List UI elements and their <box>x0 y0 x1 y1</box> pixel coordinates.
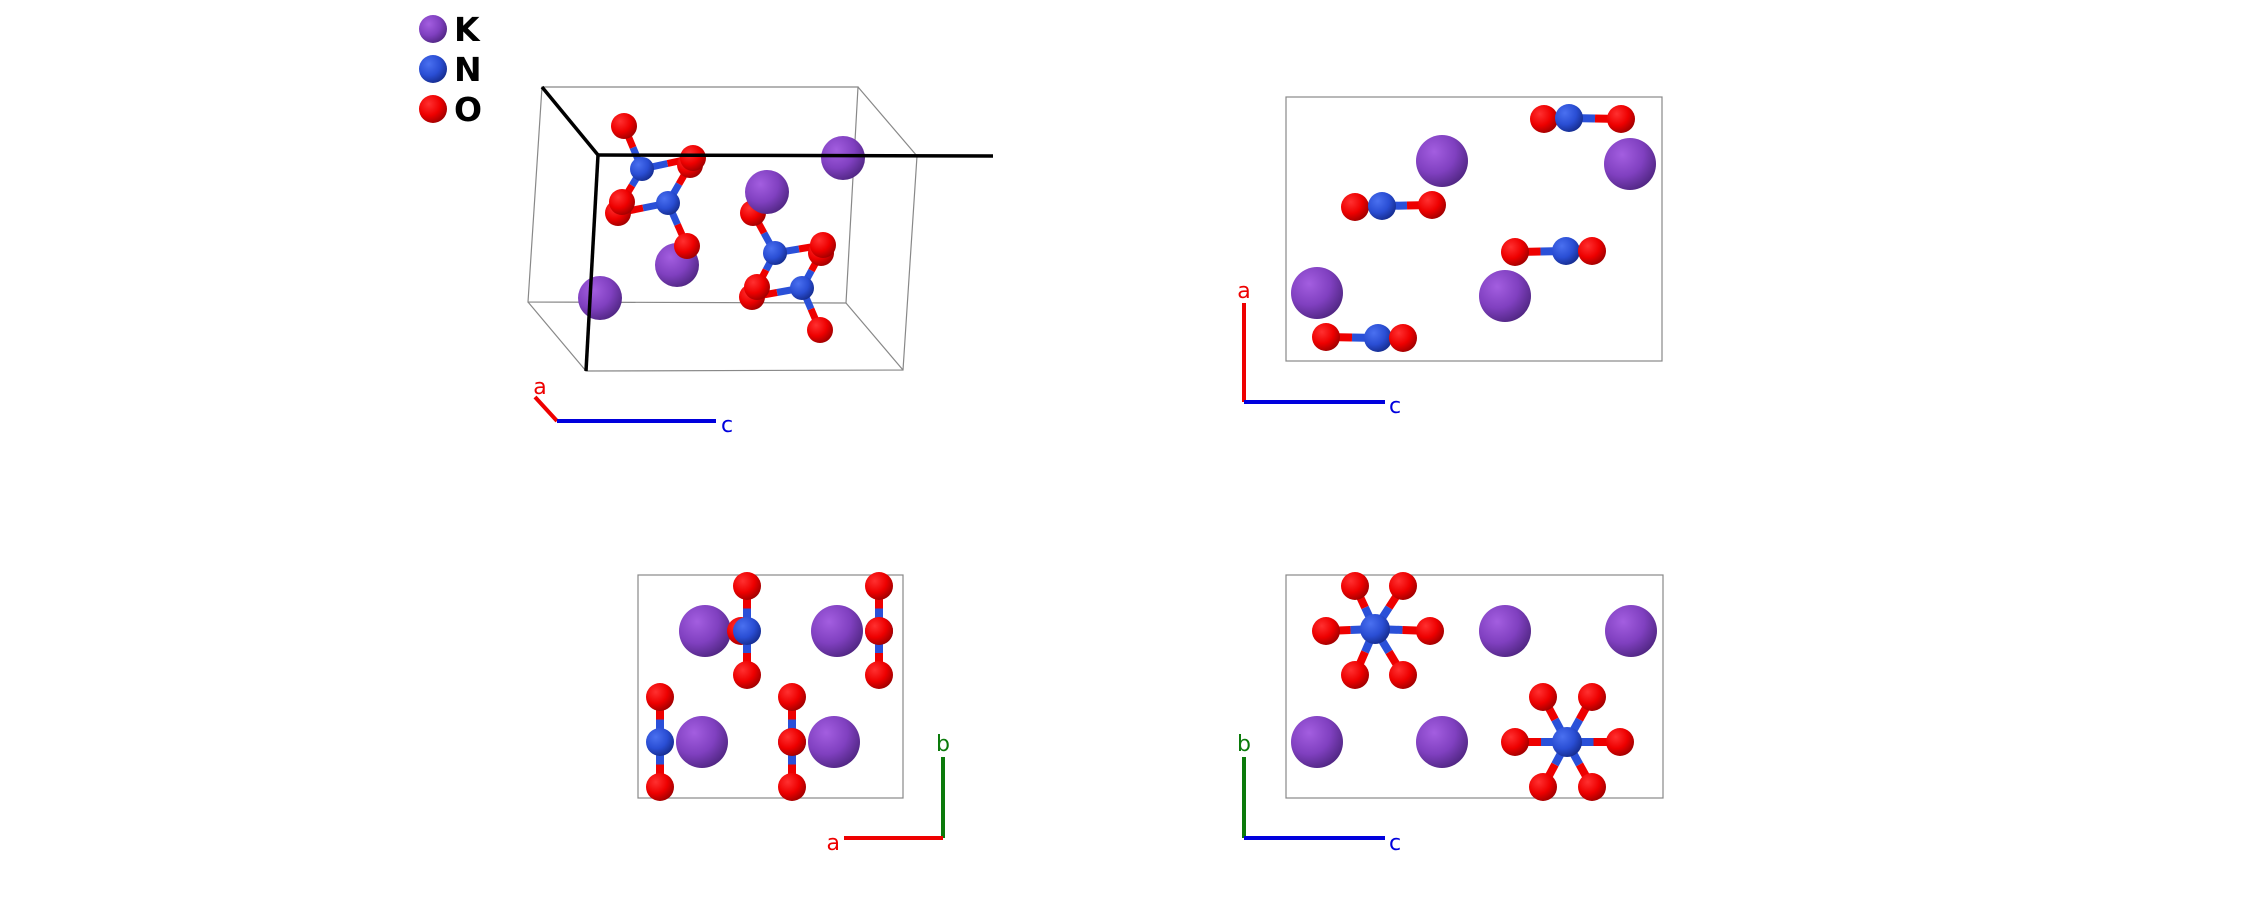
potassium-atom <box>1479 270 1531 322</box>
nitrogen-atom <box>1555 104 1583 132</box>
oxygen-atom <box>865 661 893 689</box>
potassium-atom <box>679 605 731 657</box>
o-atom-swatch-icon <box>419 95 447 123</box>
axis-a-label: a <box>827 831 840 856</box>
unit-cell-outline <box>1285 574 1664 799</box>
axis-a-label: a <box>533 375 546 400</box>
potassium-atom <box>676 716 728 768</box>
oxygen-atom <box>1389 661 1417 689</box>
oxygen-atom <box>1578 683 1606 711</box>
axis-indicator: a c <box>533 375 733 438</box>
potassium-atom <box>811 605 863 657</box>
axis-a-line <box>533 395 559 423</box>
nitrogen-atom <box>1364 324 1392 352</box>
k-atom-swatch-icon <box>419 15 447 43</box>
axis-b-label: b <box>936 732 950 757</box>
nitrogen-atom <box>630 157 654 181</box>
legend: K N O <box>419 10 482 129</box>
potassium-atom <box>578 276 622 320</box>
oxygen-atom <box>1389 572 1417 600</box>
oxygen-atom <box>1312 323 1340 351</box>
axis-a-label: a <box>1237 279 1250 304</box>
oxygen-atom <box>865 617 893 645</box>
oxygen-atom <box>1312 617 1340 645</box>
potassium-atom <box>1604 138 1656 190</box>
axis-c-label: c <box>1389 394 1401 419</box>
oxygen-atom <box>680 145 706 171</box>
axis-indicator: b c <box>1237 732 1401 856</box>
axis-c-label: c <box>721 413 733 438</box>
legend-label: O <box>454 90 482 129</box>
nitrogen-atom <box>763 241 787 265</box>
oxygen-atom <box>1501 238 1529 266</box>
oxygen-atom <box>1341 572 1369 600</box>
oxygen-atom <box>674 233 700 259</box>
legend-item-n: N <box>419 50 482 89</box>
unit-cell-outline <box>1285 96 1663 362</box>
legend-item-o: O <box>419 90 482 129</box>
potassium-atom <box>1291 267 1343 319</box>
nitrogen-atom <box>1552 237 1580 265</box>
unit-cell-axes-lines <box>540 85 994 372</box>
oxygen-atom <box>778 683 806 711</box>
oxygen-atom <box>646 683 674 711</box>
oxygen-atom <box>1418 191 1446 219</box>
perspective-view-panel: a c <box>527 85 994 438</box>
axis-indicator: b a <box>827 732 950 856</box>
oxygen-atom <box>744 274 770 300</box>
potassium-atom <box>808 716 860 768</box>
oxygen-atom <box>1529 773 1557 801</box>
oxygen-atom <box>810 232 836 258</box>
nitrogen-atom <box>646 728 674 756</box>
n-atom-swatch-icon <box>419 55 447 83</box>
potassium-atom <box>1291 716 1343 768</box>
nitrogen-atom <box>790 276 814 300</box>
axis-indicator: a c <box>1237 279 1401 419</box>
unit-cell-outline <box>527 86 918 372</box>
oxygen-atom <box>778 773 806 801</box>
nitrogen-atom <box>733 617 761 645</box>
oxygen-atom <box>1501 728 1529 756</box>
oxygen-atom <box>609 189 635 215</box>
oxygen-atom <box>1341 661 1369 689</box>
oxygen-atom <box>611 113 637 139</box>
a-projection-panel: b c <box>1237 572 1664 856</box>
b-projection-panel: a c <box>1237 96 1663 419</box>
c-projection-panel: b a <box>637 572 950 856</box>
legend-label: K <box>454 10 481 49</box>
oxygen-atom <box>1607 105 1635 133</box>
legend-label: N <box>454 50 482 89</box>
oxygen-atom <box>1578 773 1606 801</box>
oxygen-atom <box>1530 105 1558 133</box>
potassium-atom <box>1416 135 1468 187</box>
oxygen-atom <box>865 572 893 600</box>
nitrogen-atom <box>1552 727 1582 757</box>
oxygen-atom <box>778 728 806 756</box>
oxygen-atom <box>1606 728 1634 756</box>
oxygen-atom <box>807 317 833 343</box>
oxygen-atom <box>1529 683 1557 711</box>
oxygen-atom <box>733 661 761 689</box>
potassium-atom <box>1416 716 1468 768</box>
legend-item-k: K <box>419 10 481 49</box>
potassium-atom <box>745 170 789 214</box>
unit-cell-outline <box>637 574 904 799</box>
oxygen-atom <box>1416 617 1444 645</box>
axis-b-label: b <box>1237 732 1251 757</box>
oxygen-atom <box>1389 324 1417 352</box>
oxygen-atom <box>1341 193 1369 221</box>
potassium-atom <box>1479 605 1531 657</box>
nitrogen-atom <box>656 191 680 215</box>
nitrogen-atom <box>1368 192 1396 220</box>
oxygen-atom <box>1578 237 1606 265</box>
potassium-atom <box>821 136 865 180</box>
potassium-atom <box>1605 605 1657 657</box>
oxygen-atom <box>646 773 674 801</box>
axis-c-label: c <box>1389 831 1401 856</box>
nitrogen-atom <box>1360 614 1390 644</box>
oxygen-atom <box>733 572 761 600</box>
